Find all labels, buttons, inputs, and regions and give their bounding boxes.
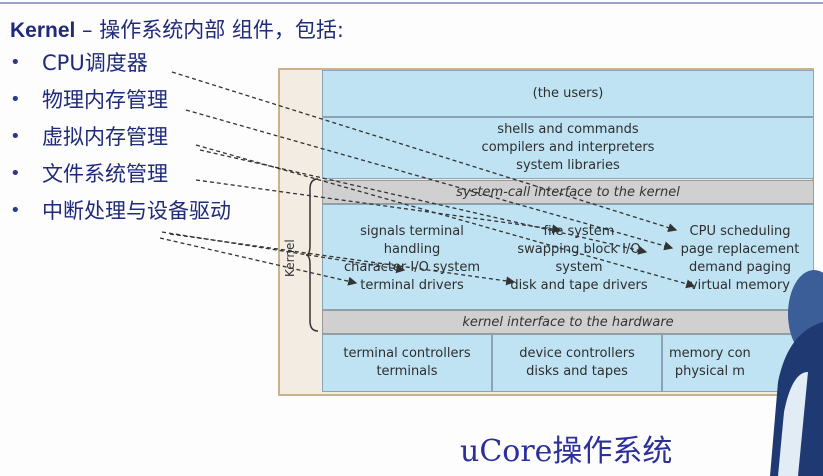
hw-terminal-controllers: terminal controllers terminals (322, 334, 492, 392)
shells-layer: shells and commands compilers and interp… (322, 117, 814, 179)
syscall-label: system-call interface to the kernel (456, 184, 680, 200)
kernel-col2-line: disk and tape drivers (510, 278, 648, 293)
shells-line: system libraries (516, 158, 620, 173)
bullet-dot-icon: • (10, 52, 21, 73)
title-bold: Kernel (10, 19, 76, 42)
hw-device-controllers: device controllers disks and tapes (492, 334, 662, 392)
kernel-layer: signals terminal handling character I/O … (322, 204, 814, 310)
kernel-col1-line: character I/O system (344, 260, 480, 275)
kernel-col1-line: terminal drivers (360, 278, 464, 293)
hardware-interface-band: kernel interface to the hardware (322, 310, 814, 334)
users-layer: (the users) (322, 70, 814, 117)
kernel-col3-line: page replacement (680, 242, 800, 257)
bullet-text: 虚拟内存管理 (42, 125, 168, 149)
hw2-line: device controllers (519, 346, 635, 361)
hw1-line: terminals (376, 364, 438, 379)
title-rest: – 操作系统内部 组件，包括: (75, 18, 344, 42)
bullet-text: 物理内存管理 (42, 88, 168, 112)
hw2-line: disks and tapes (526, 364, 628, 379)
bullet-text: 中断处理与设备驱动 (42, 199, 231, 223)
bullet-dot-icon: • (10, 89, 21, 110)
unix-structure-diagram: (the users) shells and commands compiler… (278, 68, 814, 396)
bullet-dot-icon: • (10, 200, 21, 221)
bullet-text: CPU调度器 (42, 51, 148, 75)
syscall-interface-band: system-call interface to the kernel (322, 180, 814, 204)
kernel-col2-line: swapping block I/O (517, 242, 641, 257)
bullet-text: 文件系统管理 (42, 162, 168, 186)
kernel-col3-line: virtual memory (689, 278, 790, 293)
kernel-col2-line: file system (543, 224, 615, 239)
bullet-dot-icon: • (10, 126, 21, 147)
shells-line: compilers and interpreters (481, 140, 655, 155)
kernel-col3-line: CPU scheduling (689, 224, 791, 239)
kernel-brace-icon (306, 178, 319, 332)
hw1-line: terminal controllers (343, 346, 471, 361)
slide-title: Kernel – 操作系统内部 组件，包括: (10, 14, 344, 44)
kernel-col3-line: demand paging (688, 260, 792, 275)
bullet-dot-icon: • (10, 163, 21, 184)
shells-line: shells and commands (497, 122, 639, 137)
kernel-col2-line: system (555, 260, 603, 275)
kernel-side-label: Kernel (283, 239, 297, 277)
top-divider (0, 2, 823, 4)
hw3-line: memory con (669, 346, 751, 361)
kernel-col1-line: signals terminal (360, 224, 464, 239)
users-label: (the users) (532, 85, 604, 101)
hw3-line: physical m (674, 364, 745, 379)
presenter-image (770, 270, 823, 476)
ucore-brand-label: uCore操作系统 (460, 434, 673, 469)
hwiface-label: kernel interface to the hardware (462, 314, 674, 330)
kernel-col1-line: handling (383, 242, 441, 257)
